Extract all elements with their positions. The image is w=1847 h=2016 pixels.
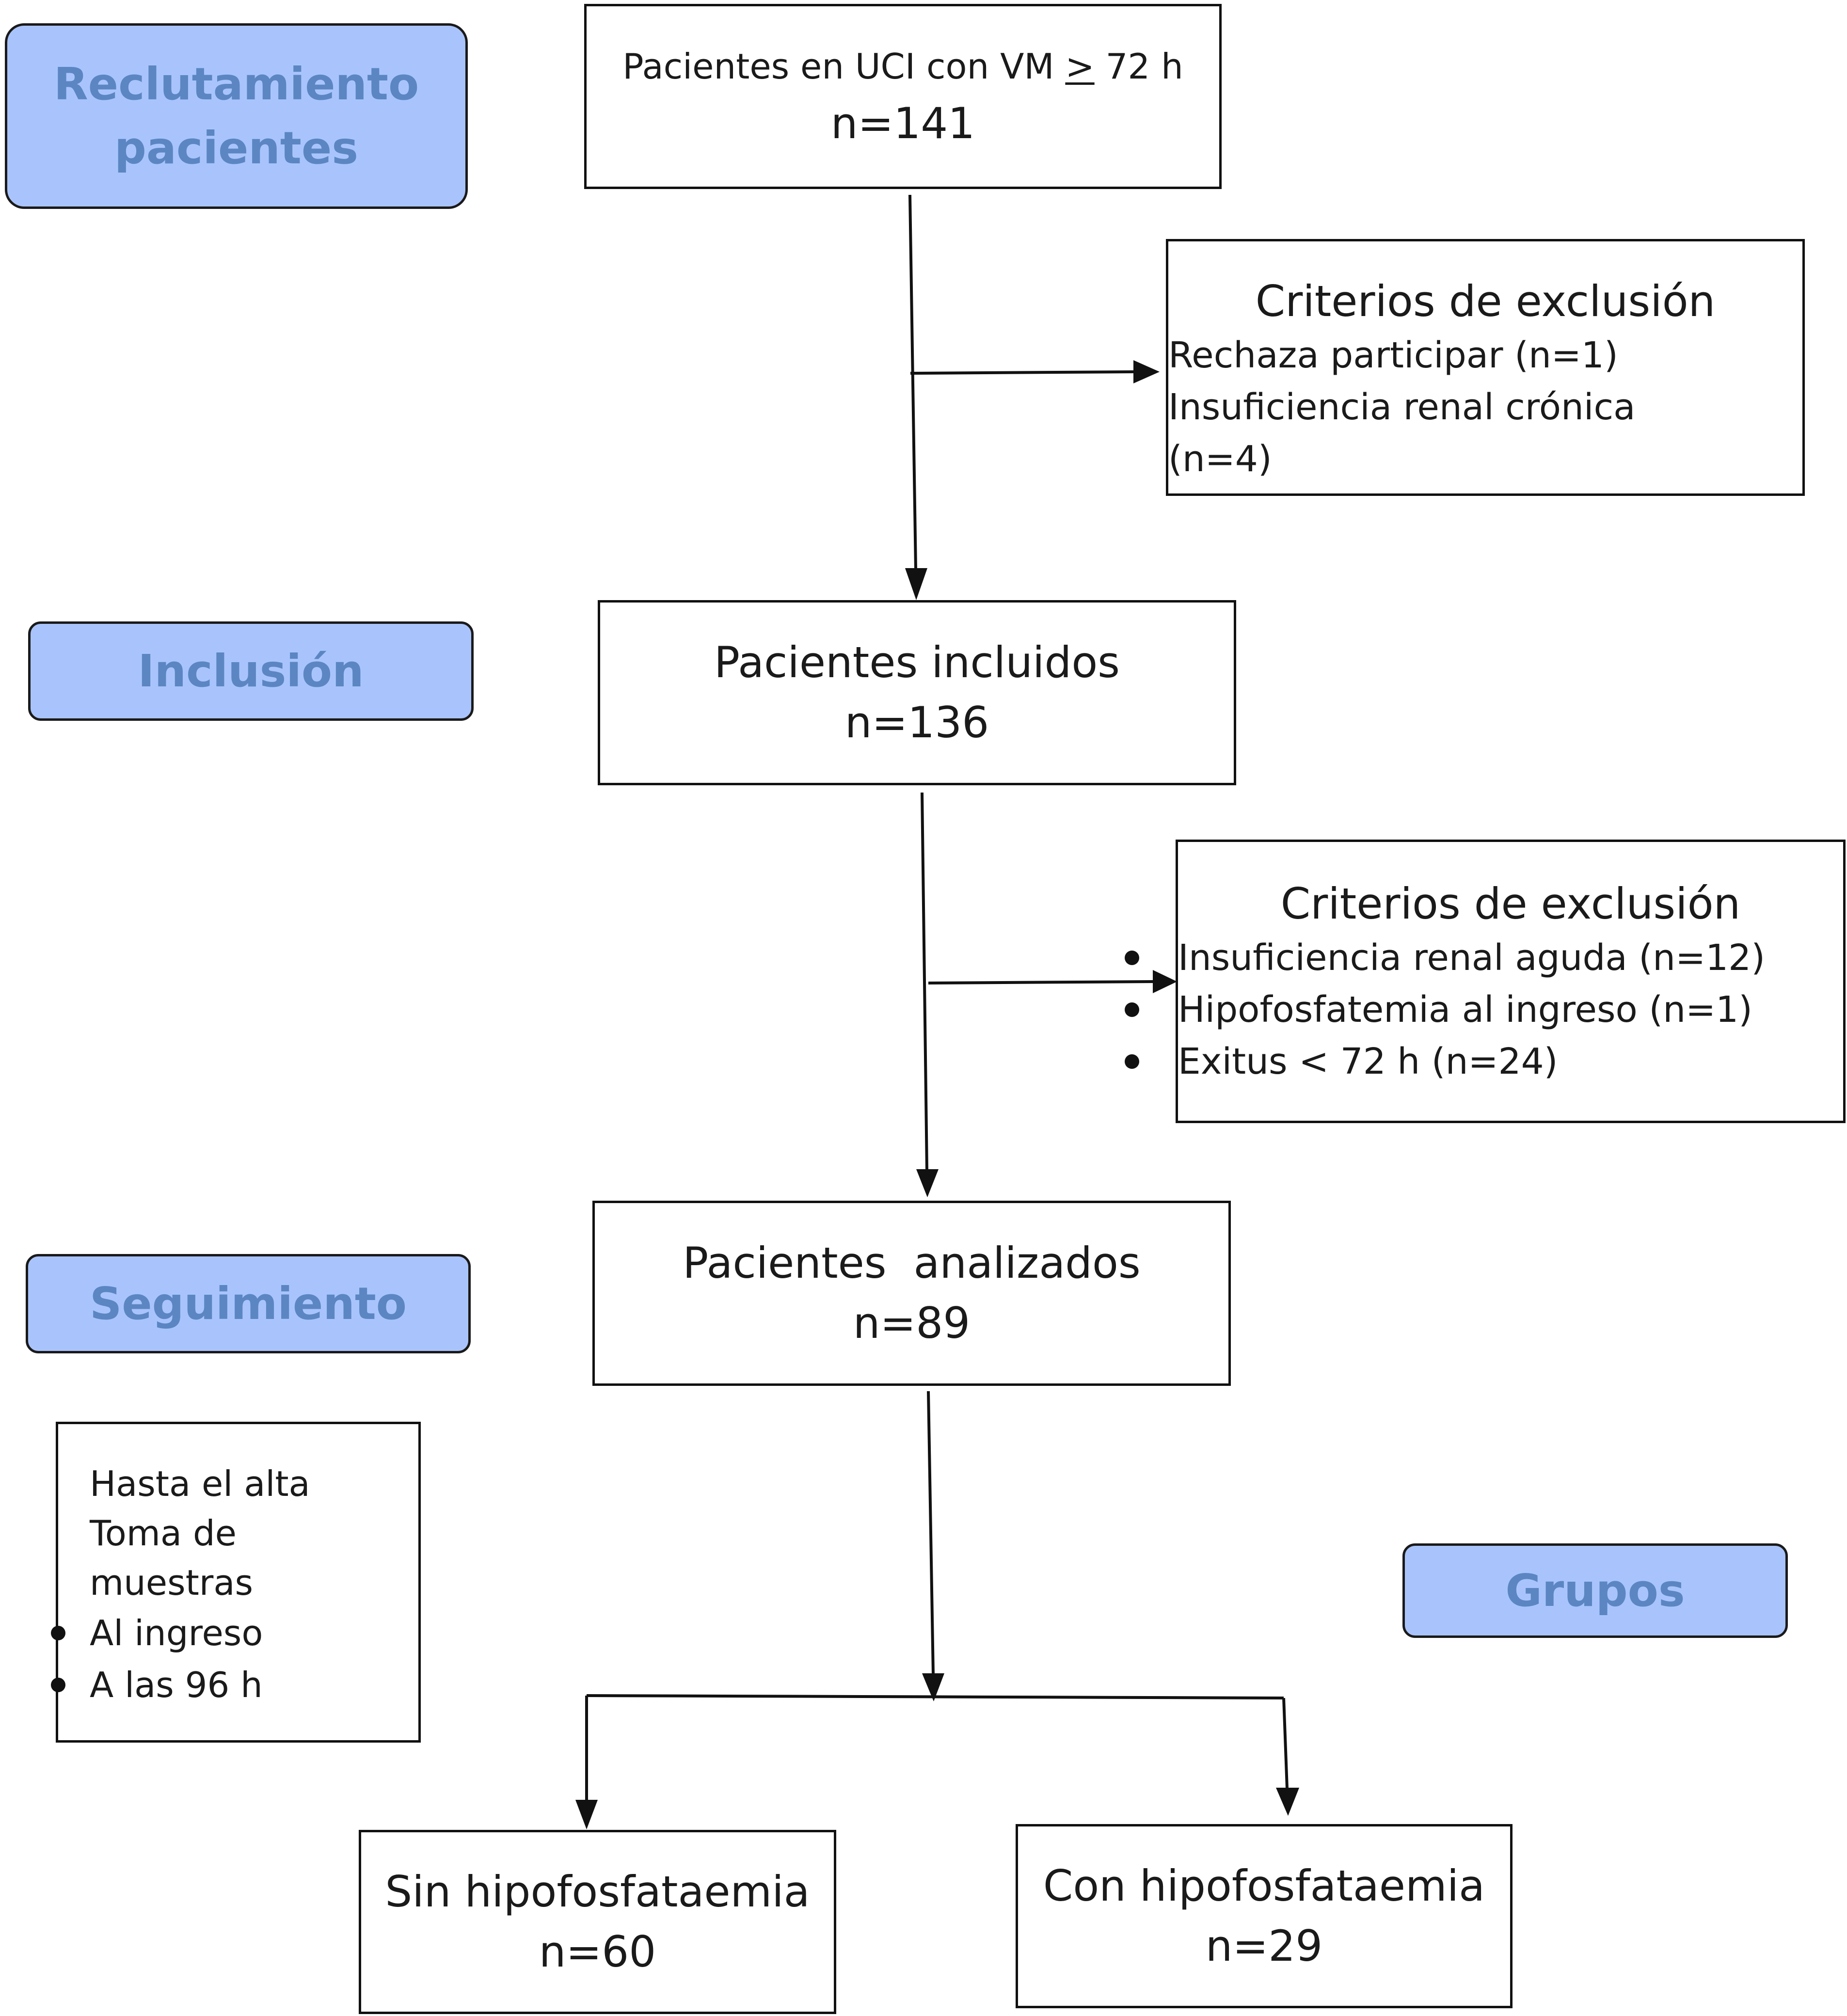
- arrowhead-split: [922, 1673, 944, 1701]
- arrowhead-exclusion2: [1153, 970, 1177, 993]
- analyzed-title: Pacientes analizados: [683, 1238, 1141, 1288]
- exclusion1-list: Rechaza participar (n=1) Insuficiencia r…: [1168, 330, 1802, 485]
- arrow-to-exclusion2: [928, 980, 1154, 984]
- analyzed-count: n=89: [853, 1298, 971, 1348]
- followup-list: Al ingreso A las 96 h: [51, 1607, 418, 1711]
- group-with-title: Con hipofosfataemia: [1043, 1861, 1485, 1911]
- stage-label-recruitment-line2: pacientes: [114, 122, 359, 174]
- exclusion2-item: Insuficiencia renal aguda (n=12): [1125, 932, 1843, 984]
- exclusion1-item: Insuficiencia renal crónica: [1168, 381, 1802, 433]
- exclusion2-list: Insuficiencia renal aguda (n=12) Hipofos…: [1125, 932, 1843, 1088]
- followup-line: muestras: [90, 1562, 254, 1603]
- stage-label-recruitment-line1: Reclutamiento: [53, 58, 419, 110]
- screened-title-post: 72 h: [1094, 46, 1183, 87]
- included-title: Pacientes incluidos: [714, 637, 1120, 687]
- group-without-title: Sin hipofosfataemia: [385, 1867, 810, 1917]
- stage-label-inclusion-text: Inclusión: [138, 645, 364, 697]
- arrow-screened-to-included: [908, 194, 917, 570]
- box-analyzed-patients: Pacientes analizados n=89: [592, 1201, 1231, 1386]
- arrowhead-group-with: [1276, 1788, 1299, 1816]
- stage-label-groups: Grupos: [1402, 1543, 1788, 1638]
- exclusion1-item-continuation: (n=4): [1168, 438, 1272, 480]
- arrowhead-included: [905, 568, 927, 600]
- stage-label-recruitment: Reclutamiento pacientes: [5, 23, 468, 209]
- arrow-analyzed-to-split: [927, 1391, 935, 1675]
- arrow-to-group-with: [1282, 1698, 1289, 1789]
- box-group-with-hypophosphataemia: Con hipofosfataemia n=29: [1016, 1824, 1513, 2008]
- exclusion2-item: Exitus < 72 h (n=24): [1125, 1036, 1843, 1088]
- box-exclusion-criteria-1: Criterios de exclusión Rechaza participa…: [1166, 239, 1805, 496]
- exclusion1-list-clip: Rechaza participar (n=1) Insuficiencia r…: [1168, 330, 1802, 485]
- exclusion1-item: Rechaza participar (n=1): [1168, 330, 1802, 381]
- arrowhead-exclusion1: [1133, 360, 1160, 383]
- box-group-without-hypophosphataemia: Sin hipofosfataemia n=60: [359, 1830, 836, 2014]
- screened-title: Pacientes en UCI con VM > 72 h: [622, 39, 1183, 94]
- followup-line: Toma de: [90, 1513, 237, 1554]
- screened-count: n=141: [830, 98, 975, 148]
- screened-title-ge: >: [1065, 46, 1095, 87]
- stage-label-followup-text: Seguimiento: [89, 1277, 407, 1330]
- followup-item: Al ingreso: [51, 1607, 418, 1659]
- stage-label-followup: Seguimiento: [26, 1254, 471, 1353]
- box-exclusion-criteria-2: Criterios de exclusión Insuficiencia ren…: [1125, 840, 1846, 1123]
- arrowhead-group-without: [575, 1800, 598, 1829]
- exclusion1-title: Criterios de exclusión: [1255, 276, 1716, 326]
- exclusion2-title: Criterios de exclusión: [1280, 879, 1741, 929]
- arrowhead-analyzed: [916, 1169, 939, 1197]
- box-included-patients: Pacientes incluidos n=136: [598, 600, 1236, 785]
- stage-label-groups-text: Grupos: [1505, 1564, 1685, 1617]
- included-count: n=136: [844, 698, 989, 747]
- stage-label-inclusion: Inclusión: [28, 621, 474, 721]
- exclusion2-item: Hipofosfatemia al ingreso (n=1): [1125, 984, 1843, 1036]
- group-with-count: n=29: [1205, 1921, 1323, 1971]
- followup-line: Hasta el alta: [90, 1463, 310, 1504]
- screened-title-pre: Pacientes en UCI con VM: [622, 46, 1066, 87]
- followup-item: A las 96 h: [51, 1659, 418, 1711]
- box-screened-patients: Pacientes en UCI con VM > 72 h n=141: [584, 4, 1222, 189]
- arrow-to-exclusion1: [910, 370, 1135, 375]
- arrow-included-to-analyzed: [921, 792, 928, 1171]
- box-followup-details: Hasta el alta Toma de muestras Al ingres…: [51, 1422, 421, 1743]
- group-without-count: n=60: [539, 1927, 656, 1977]
